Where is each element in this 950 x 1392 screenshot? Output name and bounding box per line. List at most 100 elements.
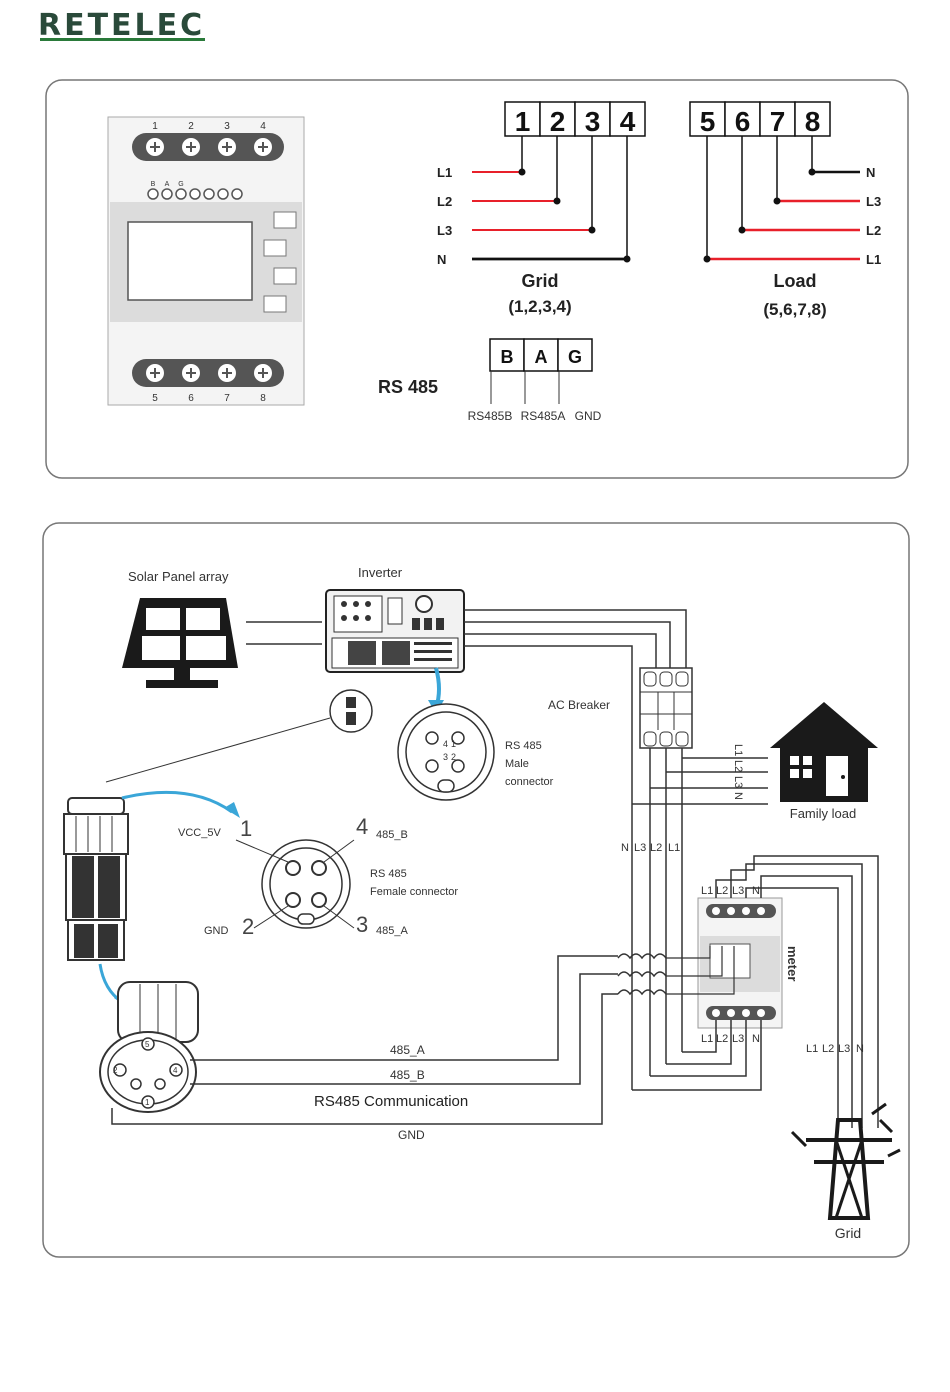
screw-slot-icon	[258, 368, 268, 378]
load-terminal-number: 8	[805, 106, 821, 137]
grid-wire-node	[553, 197, 561, 205]
comm-gnd-label: GND	[398, 1128, 425, 1142]
house-icon: Family load	[770, 702, 878, 821]
grid-line-label: L1	[806, 1043, 818, 1055]
ac-breaker-label: AC Breaker	[548, 698, 610, 712]
meter-top-line-label: L2	[716, 885, 728, 897]
comm-wire-485a	[190, 955, 618, 1061]
grid-title: Grid	[521, 271, 558, 291]
cable-plug-icon	[63, 797, 129, 961]
male-pin-icon	[425, 759, 439, 773]
system-meter: meter	[697, 897, 800, 1029]
meter-label: meter	[785, 946, 800, 981]
rs485-terminal-box	[489, 338, 525, 372]
rs485-terminal-box	[523, 338, 559, 372]
meter-top-terminal-number: 1	[152, 121, 158, 132]
breaker-line-label: L2	[650, 842, 662, 854]
meter-small-terminal-icon	[217, 188, 229, 200]
meter-top-terminal-bar	[132, 133, 284, 161]
house-line-label: N	[732, 792, 744, 800]
meter-small-terminal-label: B	[151, 181, 156, 188]
grid-terminal-number: 1	[515, 106, 531, 137]
load-terminal-box	[794, 101, 831, 137]
breaker-line-label: L1	[668, 842, 680, 854]
female-leader-line	[253, 905, 289, 929]
screw-slot-icon	[150, 368, 160, 378]
meter-bottom-line-label: L2	[716, 1033, 728, 1045]
grid-line-label: N	[856, 1043, 864, 1055]
breaker-line-label: N	[621, 842, 629, 854]
meter-small-terminal-icon	[189, 188, 201, 200]
grid-wire-node	[623, 255, 631, 263]
load-line-label: L3	[866, 194, 881, 209]
female-leader-line	[323, 839, 355, 863]
current-transformers	[617, 946, 735, 996]
grid-terminal-number: 4	[620, 106, 636, 137]
meter-top-line-label: L1	[701, 885, 713, 897]
female-leader-line	[323, 905, 355, 929]
grid-terminal-box	[539, 101, 576, 137]
female-pin-2: 2	[242, 914, 254, 939]
female-connector-label: RS 485	[370, 868, 407, 880]
meter-small-terminal-icon	[147, 188, 159, 200]
rs485-pin-label: RS485A	[521, 409, 566, 423]
male-connector-label: RS 485	[505, 740, 542, 752]
meter-bottom-terminal-number: 8	[260, 393, 266, 404]
meter-button	[273, 267, 297, 285]
grid-terminal-box	[609, 101, 646, 137]
load-line-label: N	[866, 165, 875, 180]
arrow-plug-to-female	[121, 790, 233, 814]
meter-top-terminal-number: 2	[188, 121, 194, 132]
ac-breaker: AC Breaker	[548, 667, 693, 749]
house-line-label: L1	[732, 744, 744, 756]
rs485-terminal-letter: A	[535, 347, 548, 367]
female-pin-4: 4	[356, 814, 368, 839]
meter-button	[263, 295, 287, 313]
meter-small-terminal-icon	[175, 188, 187, 200]
logo-text: RETELEC	[38, 8, 205, 43]
male-pin-icon	[425, 731, 439, 745]
load-wire-node	[738, 226, 746, 234]
meter-bottom-terminal-bar	[132, 359, 284, 387]
inverter-icon: Inverter	[325, 565, 465, 673]
load-line-label: L2	[866, 223, 881, 238]
grid-wire-node	[588, 226, 596, 234]
female-gnd-label: GND	[204, 925, 229, 937]
male-pin-icon	[451, 731, 465, 745]
meter-top-terminal-number: 4	[260, 121, 266, 132]
grid-wire-node	[518, 168, 526, 176]
meter-small-terminal-icon	[231, 188, 243, 200]
screw-slot-icon	[222, 142, 232, 152]
male-pin-number: 2	[451, 752, 456, 762]
brand-logo: RETELEC	[38, 8, 205, 43]
rs485-terminal-box	[557, 338, 593, 372]
meter-bottom-line-label: L3	[732, 1033, 744, 1045]
screw-slot-icon	[186, 142, 196, 152]
female-leader-line	[235, 839, 289, 863]
meter-button	[263, 239, 287, 257]
female-b-label: 485_B	[376, 829, 408, 841]
rs485-pin-label: GND	[575, 409, 602, 423]
inverter-ac-wire-n	[464, 645, 633, 1090]
grid-terminal-number: 2	[550, 106, 566, 137]
meter-top-line-label: L3	[732, 885, 744, 897]
family-load-label: Family load	[790, 806, 856, 821]
female-a-label: 485_A	[376, 925, 408, 937]
plug-pin-number: 5	[145, 1040, 150, 1049]
inverter-ac-wire-2	[464, 621, 671, 668]
male-pin-number: 1	[451, 739, 456, 749]
male-pin-number: 4	[443, 739, 448, 749]
grid-terminal-number: 3	[585, 106, 601, 137]
meter-top-terminal-number: 3	[224, 121, 230, 132]
load-terminal-box	[759, 101, 796, 137]
load-wire-node	[773, 197, 781, 205]
load-terminal-number: 6	[735, 106, 751, 137]
meter-small-terminal-icon	[161, 188, 173, 200]
meter-small-terminal-label: G	[178, 181, 183, 188]
bottom-frame	[42, 522, 910, 1258]
meter-bottom-line-label: L1	[701, 1033, 713, 1045]
screw-slot-icon	[150, 142, 160, 152]
